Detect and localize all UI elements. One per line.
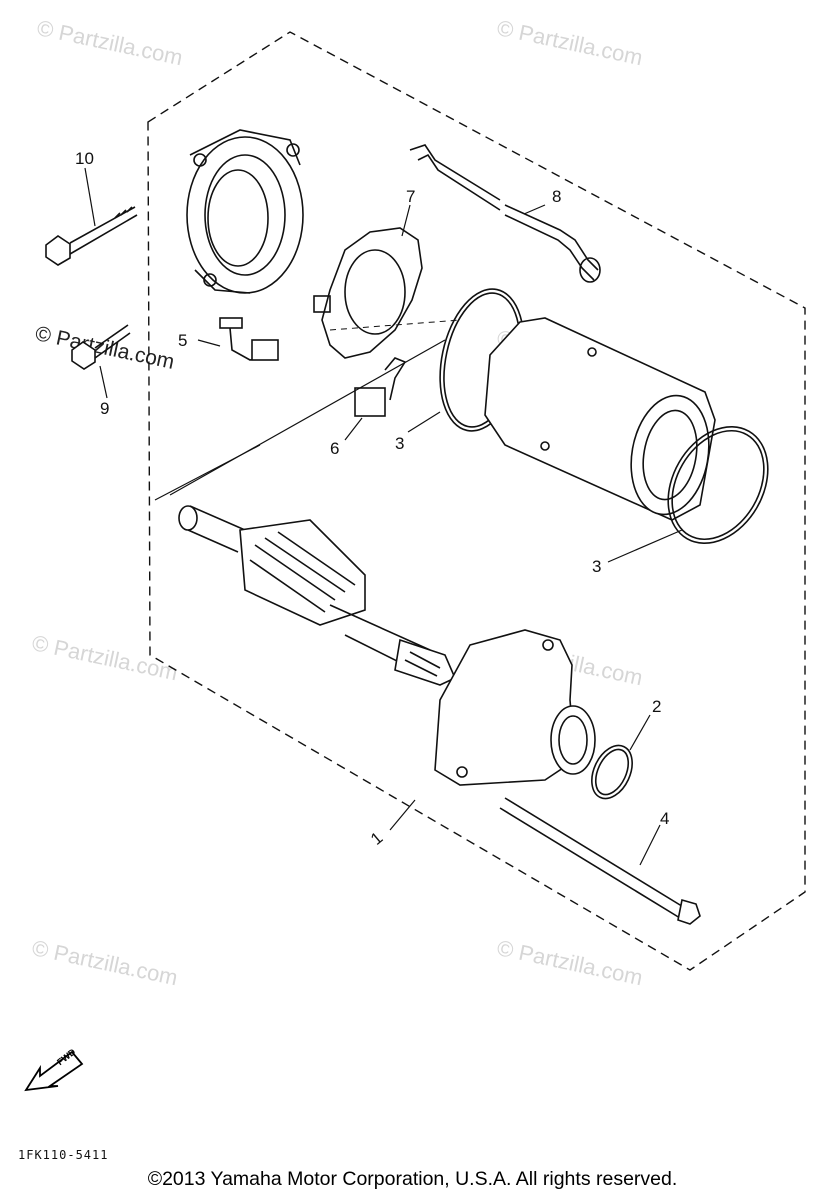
callout-10: 10: [75, 149, 94, 168]
diagram-code: 1FK110-5411: [18, 1148, 109, 1162]
assembly-boundary: [147, 31, 806, 971]
armature: [178, 505, 457, 686]
lead-wire: [409, 144, 601, 283]
brush-5: [219, 317, 279, 361]
rear-cover: [186, 129, 304, 294]
callout-3-right: 3: [592, 557, 602, 576]
long-bolt-4: [499, 797, 701, 925]
bolt-9: [71, 324, 131, 370]
o-ring-2: [591, 744, 633, 800]
bolt-10: [45, 206, 138, 266]
callout-9: 9: [100, 399, 110, 418]
front-cover: [434, 629, 596, 786]
o-ring-3-right: [667, 425, 769, 545]
callout-6: 6: [330, 439, 340, 458]
brush-plate: [313, 227, 423, 359]
copyright-notice: ©2013 Yamaha Motor Corporation, U.S.A. A…: [147, 1168, 678, 1190]
forward-arrow-icon: [24, 1050, 84, 1092]
callout-5: 5: [178, 331, 188, 350]
callout-7: 7: [406, 187, 416, 206]
callout-3-left: 3: [395, 434, 405, 453]
brush-6: [354, 357, 407, 417]
callout-2: 2: [652, 697, 662, 716]
yoke-housing: [484, 317, 716, 521]
callout-8: 8: [552, 187, 562, 206]
callout-4: 4: [660, 809, 670, 828]
